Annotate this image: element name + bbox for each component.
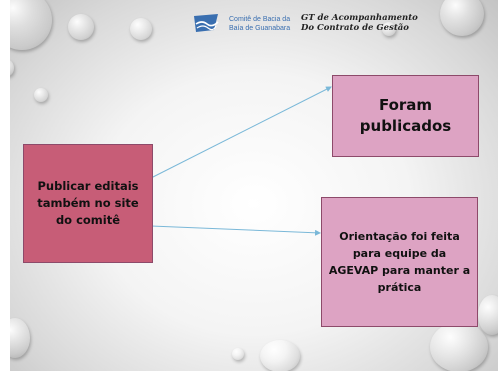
- header-gt-line1: GT de Acompanhamento: [301, 13, 418, 23]
- result-published-box: Foram publicados: [332, 75, 479, 157]
- arrow-to-top-box: [150, 86, 332, 179]
- result-guidance-box: Orientação foi feita para equipe da AGEV…: [321, 197, 478, 327]
- water-drop-decoration: [232, 348, 244, 360]
- water-drop-decoration: [10, 60, 14, 76]
- source-action-box: Publicar editais também no site do comit…: [23, 144, 153, 263]
- water-logo-icon: [194, 14, 219, 32]
- result-guidance-text: Orientação foi feita para equipe da AGEV…: [328, 230, 471, 294]
- water-drop-decoration: [382, 22, 396, 36]
- water-drop-decoration: [440, 0, 484, 36]
- water-drop-decoration: [10, 318, 30, 358]
- slide: Comitê de Bacia da Baía de Guanabara GT …: [10, 0, 498, 371]
- water-drop-decoration: [130, 18, 152, 40]
- header-gt-line2: Do Contrato de Gestão: [301, 23, 409, 33]
- water-drop-decoration: [34, 88, 48, 102]
- header-org-line1: Comitê de Bacia da: [229, 16, 291, 23]
- arrow-to-bottom-box: [150, 225, 321, 236]
- water-drop-decoration: [478, 295, 498, 335]
- connector-arrows: [150, 86, 332, 236]
- water-drop-decoration: [68, 14, 94, 40]
- water-drop-decoration: [430, 322, 488, 371]
- header-gt-title: GT de Acompanhamento Do Contrato de Gest…: [301, 13, 418, 33]
- result-published-text: Foram publicados: [359, 96, 452, 135]
- water-drop-decoration: [260, 340, 300, 371]
- source-action-text: Publicar editais também no site do comit…: [37, 179, 139, 227]
- header-org-line2: Baía de Guanabara: [229, 25, 291, 32]
